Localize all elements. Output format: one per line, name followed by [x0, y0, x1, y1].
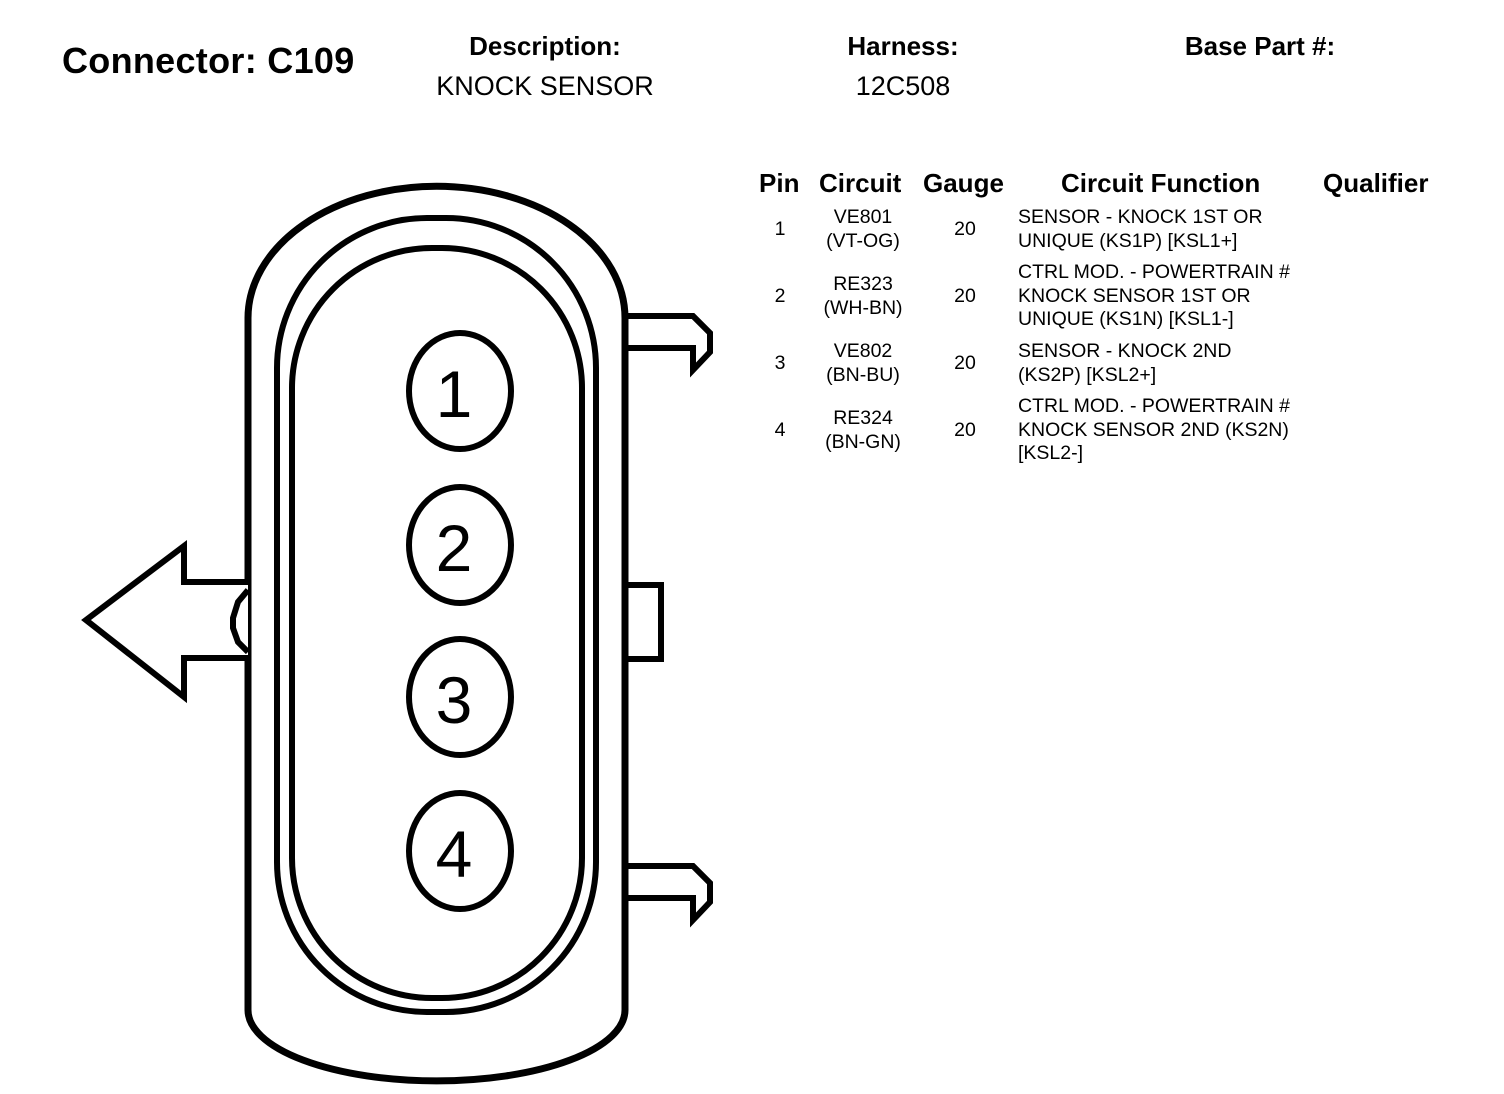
pin-label: 1	[436, 357, 473, 431]
row-circuit: RE324 (BN-GN)	[803, 407, 923, 454]
row-circuit-id: RE324	[833, 407, 893, 429]
locator-arrow	[81, 539, 248, 704]
pin-cavity-4: 4	[406, 790, 514, 912]
row-wire-color: (VT-OG)	[826, 229, 900, 252]
connector-title: Connector: C109	[62, 40, 355, 81]
header-gauge: Gauge	[923, 168, 1004, 198]
row-pin: 4	[774, 419, 786, 441]
row-circuit: RE323 (WH-BN)	[803, 273, 923, 320]
row-wire-color: (WH-BN)	[823, 296, 903, 319]
row-gauge: 20	[954, 218, 976, 240]
connector-diagram: 1 2 3 4	[81, 182, 713, 1085]
row-function: CTRL MOD. - POWERTRAIN # KNOCK SENSOR 2N…	[1018, 395, 1290, 464]
row-pin: 1	[774, 218, 786, 240]
latch-tab-top	[625, 313, 713, 378]
pin-label: 3	[436, 663, 473, 737]
row-gauge: 20	[954, 352, 976, 374]
row-pin: 2	[774, 285, 786, 307]
row-wire-color: (BN-BU)	[826, 363, 900, 386]
description-value: KNOCK SENSOR	[436, 71, 654, 101]
row-circuit: VE802 (BN-BU)	[803, 340, 923, 387]
row-function: SENSOR - KNOCK 1ST OR UNIQUE (KS1P) [KSL…	[1018, 206, 1263, 252]
pin-label: 2	[436, 511, 473, 585]
row-function: CTRL MOD. - POWERTRAIN # KNOCK SENSOR 1S…	[1018, 261, 1290, 330]
description-block: Description: KNOCK SENSOR	[405, 30, 685, 104]
row-circuit-id: VE801	[833, 206, 893, 228]
base-part-label: Base Part #:	[1184, 31, 1336, 61]
header-qualifier: Qualifier	[1323, 168, 1429, 198]
side-key	[622, 582, 664, 662]
pin-cavity-ring	[406, 790, 514, 912]
header-pin: Pin	[759, 168, 800, 198]
row-gauge: 20	[954, 285, 976, 307]
pin-cavity-3: 3	[406, 636, 514, 758]
row-function: SENSOR - KNOCK 2ND (KS2P) [KSL2+]	[1018, 340, 1232, 386]
row-pin: 3	[774, 352, 786, 374]
row-circuit: VE801 (VT-OG)	[803, 206, 923, 253]
pin-cavity-1: 1	[406, 330, 514, 452]
pin-cavity-ring	[406, 636, 514, 758]
header-circuit: Circuit	[819, 168, 902, 198]
connector-housing-middle	[274, 215, 599, 1015]
row-circuit-id: VE802	[833, 340, 893, 362]
locator-notch	[230, 588, 251, 655]
row-wire-color: (BN-GN)	[825, 430, 901, 453]
description-label: Description:	[469, 31, 621, 61]
pin-label: 4	[436, 817, 473, 891]
harness-block: Harness: 12C508	[803, 30, 1003, 104]
harness-label: Harness:	[847, 31, 959, 61]
pin-cavity-2: 2	[406, 484, 514, 606]
row-circuit-id: RE323	[833, 273, 893, 295]
harness-value: 12C508	[855, 71, 951, 101]
row-gauge: 20	[954, 419, 976, 441]
header-circuit-function: Circuit Function	[1061, 168, 1261, 198]
connector-housing-inner	[289, 245, 585, 1001]
base-part-block: Base Part #:	[1160, 30, 1360, 68]
pin-cavity-ring	[406, 484, 514, 606]
latch-tab-bottom	[625, 863, 713, 928]
pin-cavity-ring	[406, 330, 514, 452]
